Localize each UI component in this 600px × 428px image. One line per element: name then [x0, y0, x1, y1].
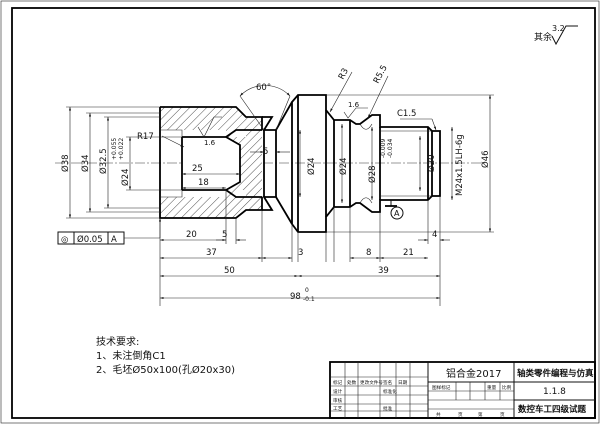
dia-325: Ø32.5 — [98, 148, 109, 174]
tb-label-signature: 签名 — [383, 379, 392, 386]
concentricity-value: Ø0.05 — [77, 234, 103, 245]
bore-roughness-symbol: 1.6 — [197, 116, 222, 147]
len-3: 3 — [298, 248, 303, 258]
groove-width-5: 5 — [263, 147, 268, 157]
drawing-subtitle: 数控车工四级试题 — [518, 404, 587, 415]
r55-label: R5.5 — [372, 64, 390, 86]
tb-label-weight: 重量 — [487, 384, 497, 391]
groove-roughness-symbol: 1.6 — [343, 101, 368, 119]
r3-label: R3 — [337, 67, 351, 82]
concentricity-datum: A — [111, 235, 117, 245]
dia-24-bore-tol-lower: +0.022 — [118, 138, 125, 160]
dia-24-bore-tol-upper: +0.055 — [111, 138, 118, 160]
len-98-tol-lower: -0.1 — [303, 296, 315, 303]
title-block: 标记 处数 更改文件号 签名 日期 设计 标准化 审核 工艺 批准 图样标记 重… — [329, 361, 596, 419]
len-50: 50 — [224, 266, 235, 276]
tb-label-no: 第 — [478, 411, 483, 418]
material-label: 铝合金2017 — [446, 367, 501, 380]
len-21: 21 — [403, 248, 414, 258]
tb-label-change-doc: 更改文件号 — [360, 379, 383, 386]
tb-label-approve: 批准 — [383, 405, 393, 412]
len-25: 25 — [192, 164, 203, 174]
bore-roughness-value: 1.6 — [204, 139, 216, 147]
len-4: 4 — [432, 230, 437, 240]
datum-a-symbol: A — [385, 200, 404, 220]
dia-46: Ø46 — [480, 150, 491, 168]
tb-label-standard: 标准化 — [383, 388, 397, 395]
tb-label-mark: 标记 — [333, 379, 343, 386]
dia-20: Ø20 — [426, 154, 437, 172]
dia-38: Ø38 — [60, 154, 71, 172]
tb-label-process: 工艺 — [333, 406, 343, 412]
len-98: 98 — [290, 292, 301, 302]
len-18: 18 — [198, 178, 209, 188]
len-5: 5 — [222, 230, 227, 240]
tb-label-page-a: 页 — [458, 412, 463, 418]
section-view — [159, 106, 263, 219]
thread-label: M24x1.5LH-6g — [455, 134, 465, 196]
dia-28-tol-upper: -0.009 — [380, 138, 387, 158]
len-8: 8 — [366, 248, 371, 258]
datum-a-label: A — [394, 209, 400, 218]
technical-notes: 技术要求: 1、未注倒角C1 2、毛坯Ø50x100(孔Ø20x30) — [96, 335, 235, 376]
general-roughness-label: 其余 — [534, 31, 552, 43]
tb-label-count: 处数 — [347, 379, 357, 386]
tb-label-page-b: 页 — [500, 412, 505, 418]
cone-angle-label: 60° — [256, 83, 271, 93]
tb-label-total: 共 — [436, 411, 441, 418]
general-roughness-symbol: 其余 3.2 — [534, 24, 578, 46]
dia-24-a: Ø24 — [306, 157, 317, 175]
notes-title: 技术要求: — [96, 335, 139, 348]
tb-label-date: 日期 — [398, 380, 408, 386]
dia-28-tol-lower: -0.034 — [387, 138, 394, 158]
groove-roughness-value: 1.6 — [348, 101, 360, 109]
len-98-tol-upper: 0 — [305, 287, 309, 294]
dia-24-b: Ø24 — [338, 157, 349, 175]
concentricity-frame: ◎ Ø0.05 A — [57, 218, 162, 245]
tb-label-design: 设计 — [333, 388, 343, 395]
len-39: 39 — [378, 266, 389, 276]
chamfer-label: C1.5 — [397, 109, 416, 119]
notes-line-2: 2、毛坯Ø50x100(孔Ø20x30) — [96, 364, 235, 376]
notes-line-1: 1、未注倒角C1 — [96, 349, 166, 362]
inner-frame — [11, 7, 596, 419]
dia-34: Ø34 — [80, 154, 91, 172]
dia-28: Ø28 — [367, 165, 378, 183]
tb-label-scale: 比例 — [502, 384, 512, 391]
tb-label-pattern: 图样标记 — [432, 384, 451, 391]
len-37: 37 — [206, 248, 217, 258]
len-20: 20 — [186, 230, 197, 240]
tb-label-review: 审核 — [333, 397, 343, 404]
dia-24-bore: Ø24 — [120, 168, 131, 186]
drawing-title: 轴类零件编程与仿真 — [517, 368, 594, 379]
general-roughness-value: 3.2 — [552, 24, 565, 33]
drawing-number: 1.1.8 — [543, 387, 566, 397]
concentricity-symbol: ◎ — [61, 235, 68, 245]
